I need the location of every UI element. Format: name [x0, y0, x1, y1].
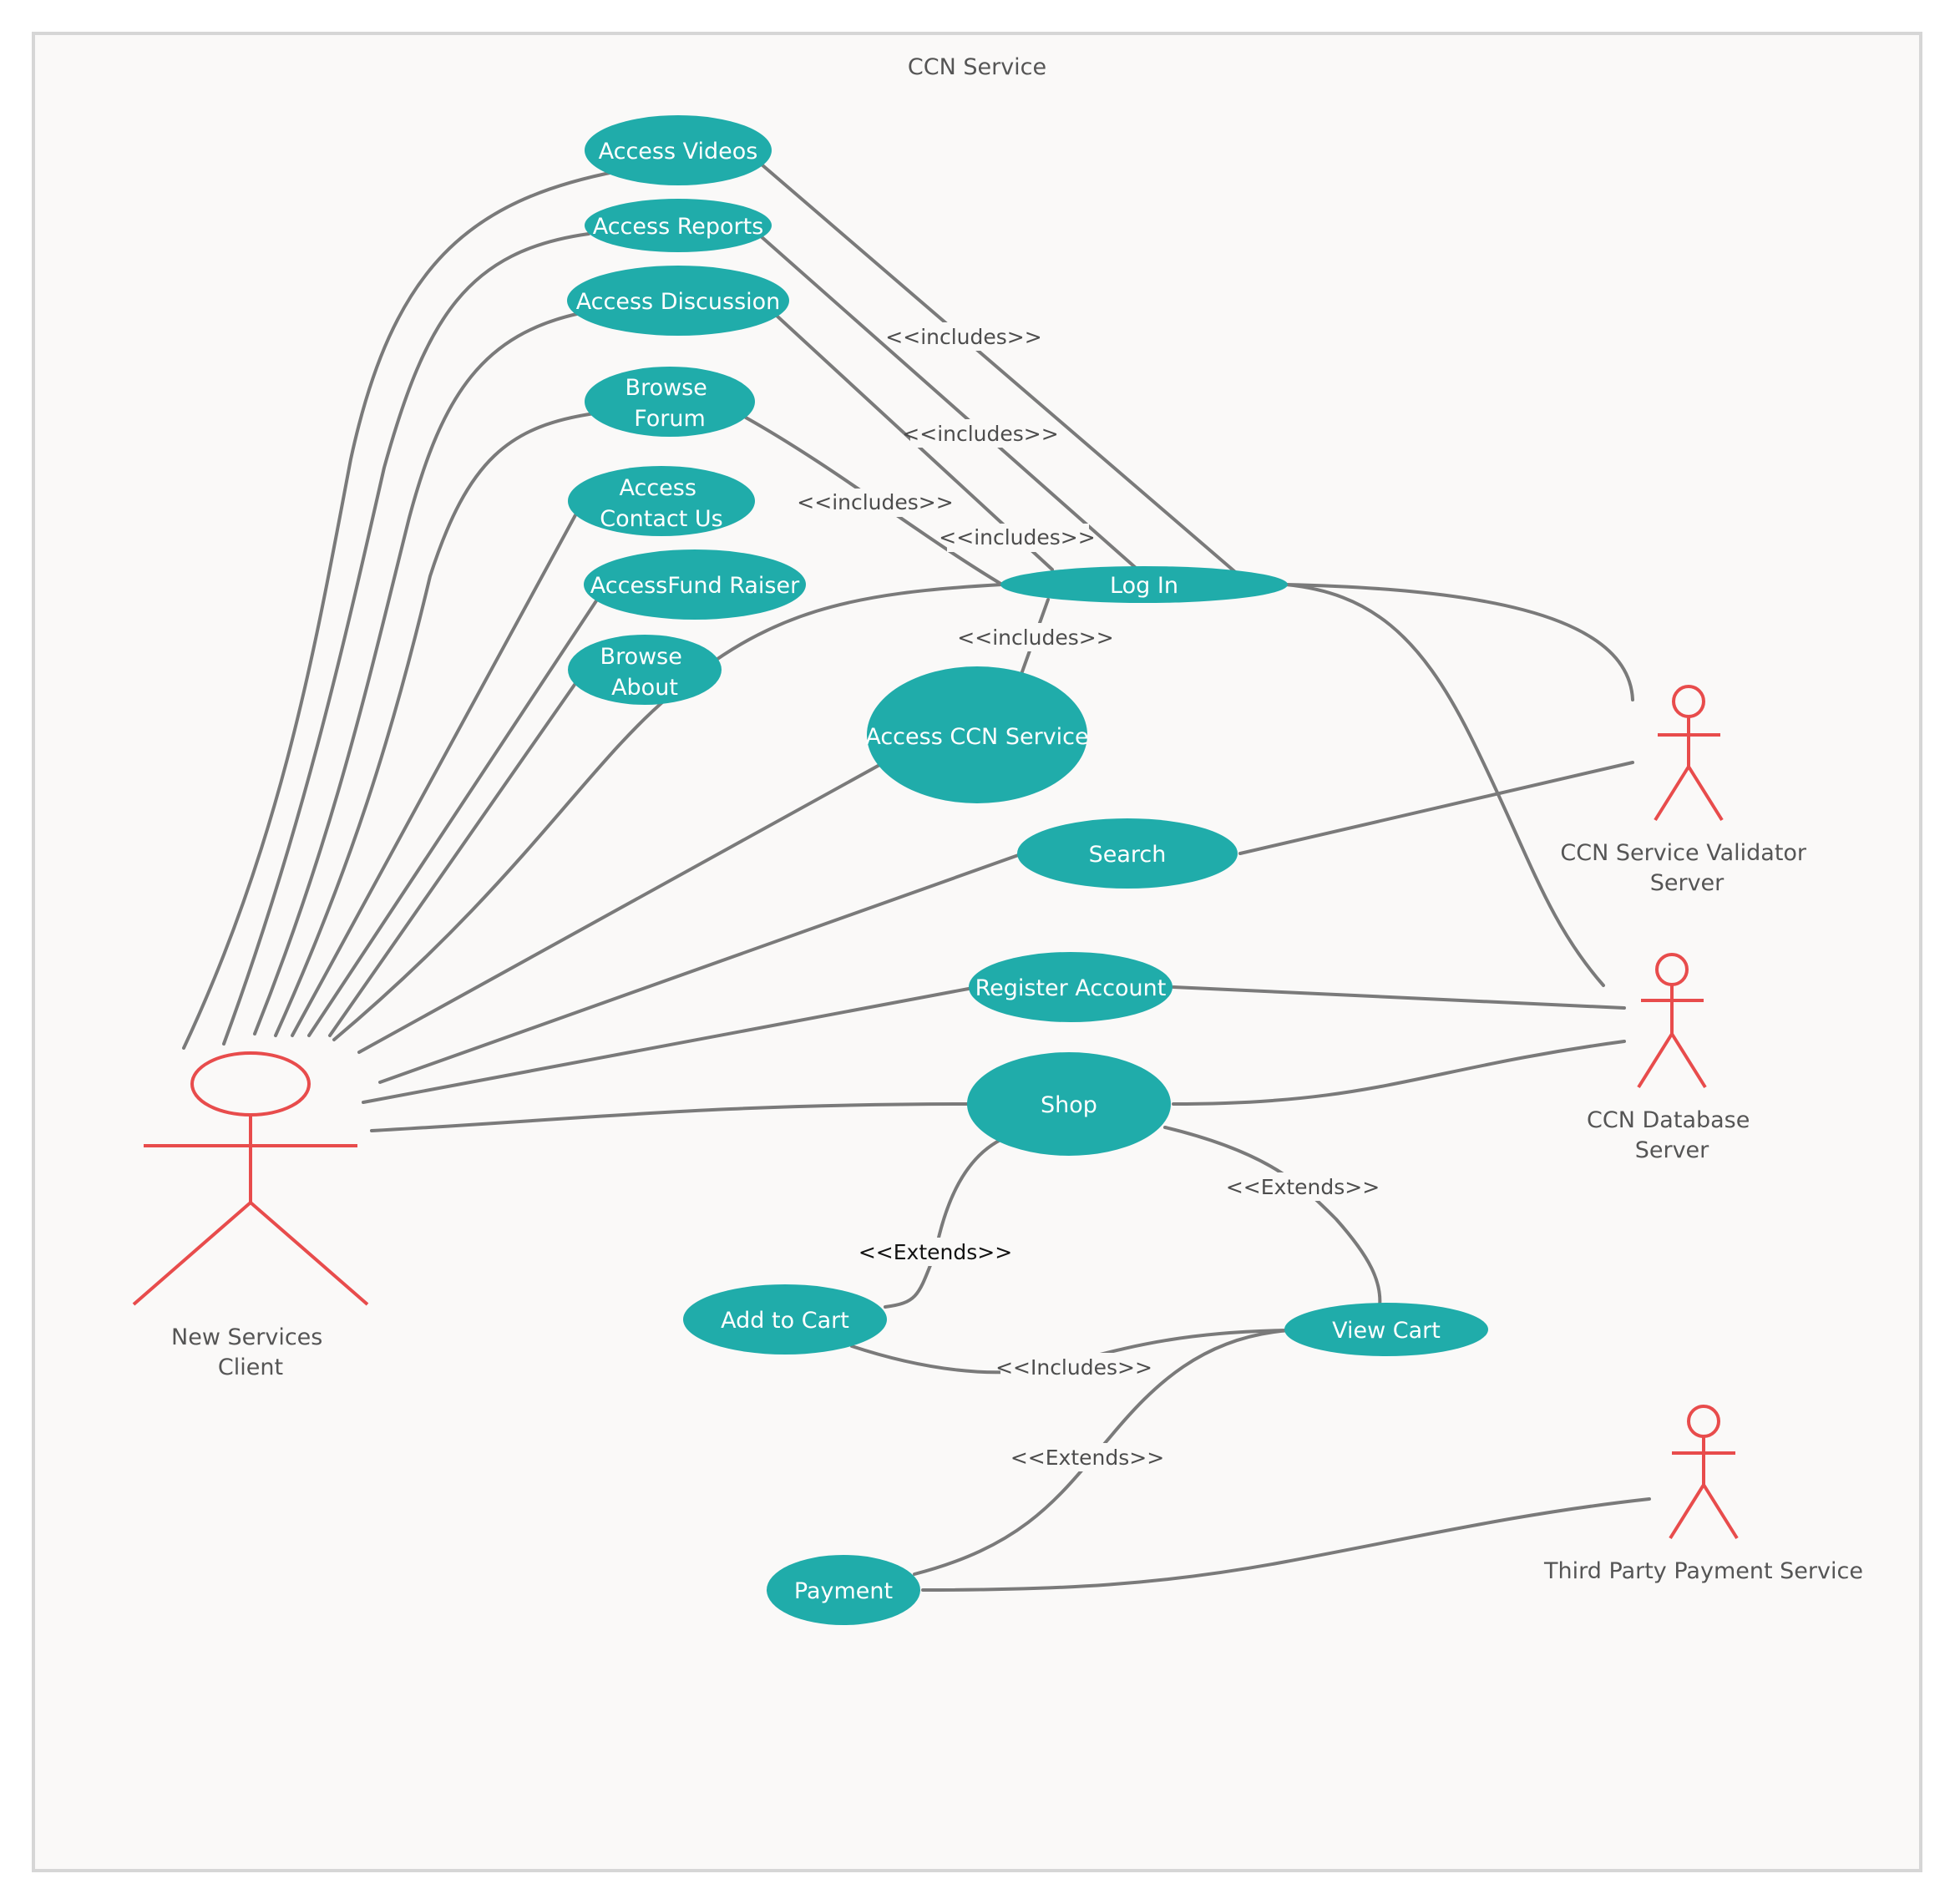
svg-text:Register Account: Register Account [975, 975, 1167, 1001]
stick-figure-icon [1637, 953, 1707, 1089]
actor-ccn-service-validator-server[interactable]: CCN Service Validator Server [1560, 685, 1813, 896]
system-boundary [32, 32, 1922, 1872]
label-addcart-viewcart: <<Includes>> [995, 1355, 1152, 1380]
extend-viewcart-payment [913, 1329, 1292, 1576]
usecase-add-to-cart[interactable]: Add to Cart [683, 1284, 887, 1355]
actor-new-services-client[interactable]: New Services Client [132, 1051, 369, 1380]
label-shop-viewcart: <<Extends>> [1226, 1175, 1380, 1199]
assoc-client-access-contact-us [291, 512, 578, 1037]
extend-shop-viewcart [1163, 1126, 1382, 1309]
assoc-client-register-account [362, 986, 975, 1104]
label-shop-addcart: <<Extends>> [858, 1240, 1012, 1264]
usecase-payment[interactable]: Payment [767, 1555, 920, 1625]
usecase-access-discussion[interactable]: Access Discussion [567, 266, 789, 336]
actor-label: CCN Service Validator Server [1560, 840, 1813, 896]
usecase-search[interactable]: Search [1017, 818, 1238, 889]
usecase-view-cart[interactable]: View Cart [1284, 1303, 1488, 1356]
assoc-client-shop [370, 1102, 975, 1132]
label-forum-login: <<includes>> [797, 490, 953, 514]
include-videos-login [760, 163, 1242, 578]
label-discussion-login: <<includes>> [939, 525, 1095, 549]
actor-label: Third Party Payment Service [1543, 1558, 1863, 1584]
svg-text:Add to Cart: Add to Cart [721, 1308, 849, 1334]
usecase-access-fund-raiser[interactable]: AccessFund Raiser [584, 549, 806, 620]
assoc-login-validator [1284, 583, 1634, 701]
stick-figure-icon [1669, 1405, 1739, 1540]
assoc-search-validator [1238, 761, 1634, 855]
svg-text:Log In: Log In [1110, 573, 1178, 599]
usecase-browse-about[interactable]: Browse About [568, 635, 722, 705]
label-videos-login: <<includes>> [885, 325, 1041, 349]
svg-text:Search: Search [1089, 842, 1167, 868]
assoc-register-database [1172, 985, 1626, 1010]
actor-third-party-payment-service[interactable]: Third Party Payment Service [1543, 1405, 1863, 1584]
system-title: CCN Service [908, 54, 1046, 80]
assoc-client-access-videos [182, 170, 620, 1050]
usecase-shop[interactable]: Shop [967, 1052, 1171, 1156]
include-reports-login [758, 234, 1137, 570]
assoc-client-access-reports [222, 232, 590, 1046]
usecase-access-videos[interactable]: Access Videos [585, 115, 772, 185]
usecase-access-ccn-service[interactable]: Access CCN Service [865, 666, 1089, 803]
relation-labels: <<includes>> <<includes>> <<includes>> <… [797, 322, 1380, 1471]
svg-text:Access Videos: Access Videos [599, 139, 758, 165]
actor-label: CCN Database Server [1587, 1107, 1757, 1163]
actor-ccn-database-server[interactable]: CCN Database Server [1587, 953, 1757, 1163]
svg-text:Access Contact Us: Access Contact Us [600, 475, 722, 532]
assoc-client-fund-raiser [307, 598, 599, 1037]
svg-text:Browse About: Browse About [600, 644, 690, 701]
label-reports-login: <<includes>> [902, 422, 1058, 446]
assoc-payment-payment-service [921, 1497, 1651, 1592]
svg-text:AccessFund Raiser: AccessFund Raiser [590, 573, 800, 599]
usecase-browse-forum[interactable]: Browse Forum [585, 367, 755, 437]
usecase-register-account[interactable]: Register Account [969, 952, 1172, 1022]
assoc-client-access-ccn-service [357, 762, 883, 1054]
usecase-log-in[interactable]: Log In [1000, 566, 1288, 603]
svg-text:View Cart: View Cart [1332, 1318, 1441, 1344]
assoc-client-search [378, 852, 1025, 1084]
stick-figure-icon [132, 1051, 369, 1306]
assoc-client-access-discussion [253, 311, 582, 1036]
assoc-client-browse-forum [274, 412, 596, 1037]
use-cases: Access Videos Access Reports Access Disc… [567, 115, 1488, 1625]
usecase-access-reports[interactable]: Access Reports [585, 199, 772, 252]
svg-text:Browse Forum: Browse Forum [625, 375, 715, 432]
label-viewcart-payment: <<Extends>> [1010, 1446, 1164, 1470]
svg-text:Access Discussion: Access Discussion [576, 289, 781, 315]
assoc-login-database [1284, 583, 1605, 987]
assoc-shop-database [1172, 1040, 1626, 1106]
svg-text:Payment: Payment [794, 1578, 893, 1604]
usecase-access-contact-us[interactable]: Access Contact Us [568, 466, 755, 536]
svg-text:Access CCN Service: Access CCN Service [865, 724, 1088, 750]
stick-figure-icon [1654, 685, 1724, 822]
label-ccn-login: <<includes>> [957, 625, 1113, 650]
svg-text:Access Reports: Access Reports [593, 214, 764, 240]
actor-label: New Services Client [171, 1324, 330, 1380]
svg-text:Shop: Shop [1041, 1092, 1097, 1118]
assoc-client-browse-about [328, 681, 578, 1037]
